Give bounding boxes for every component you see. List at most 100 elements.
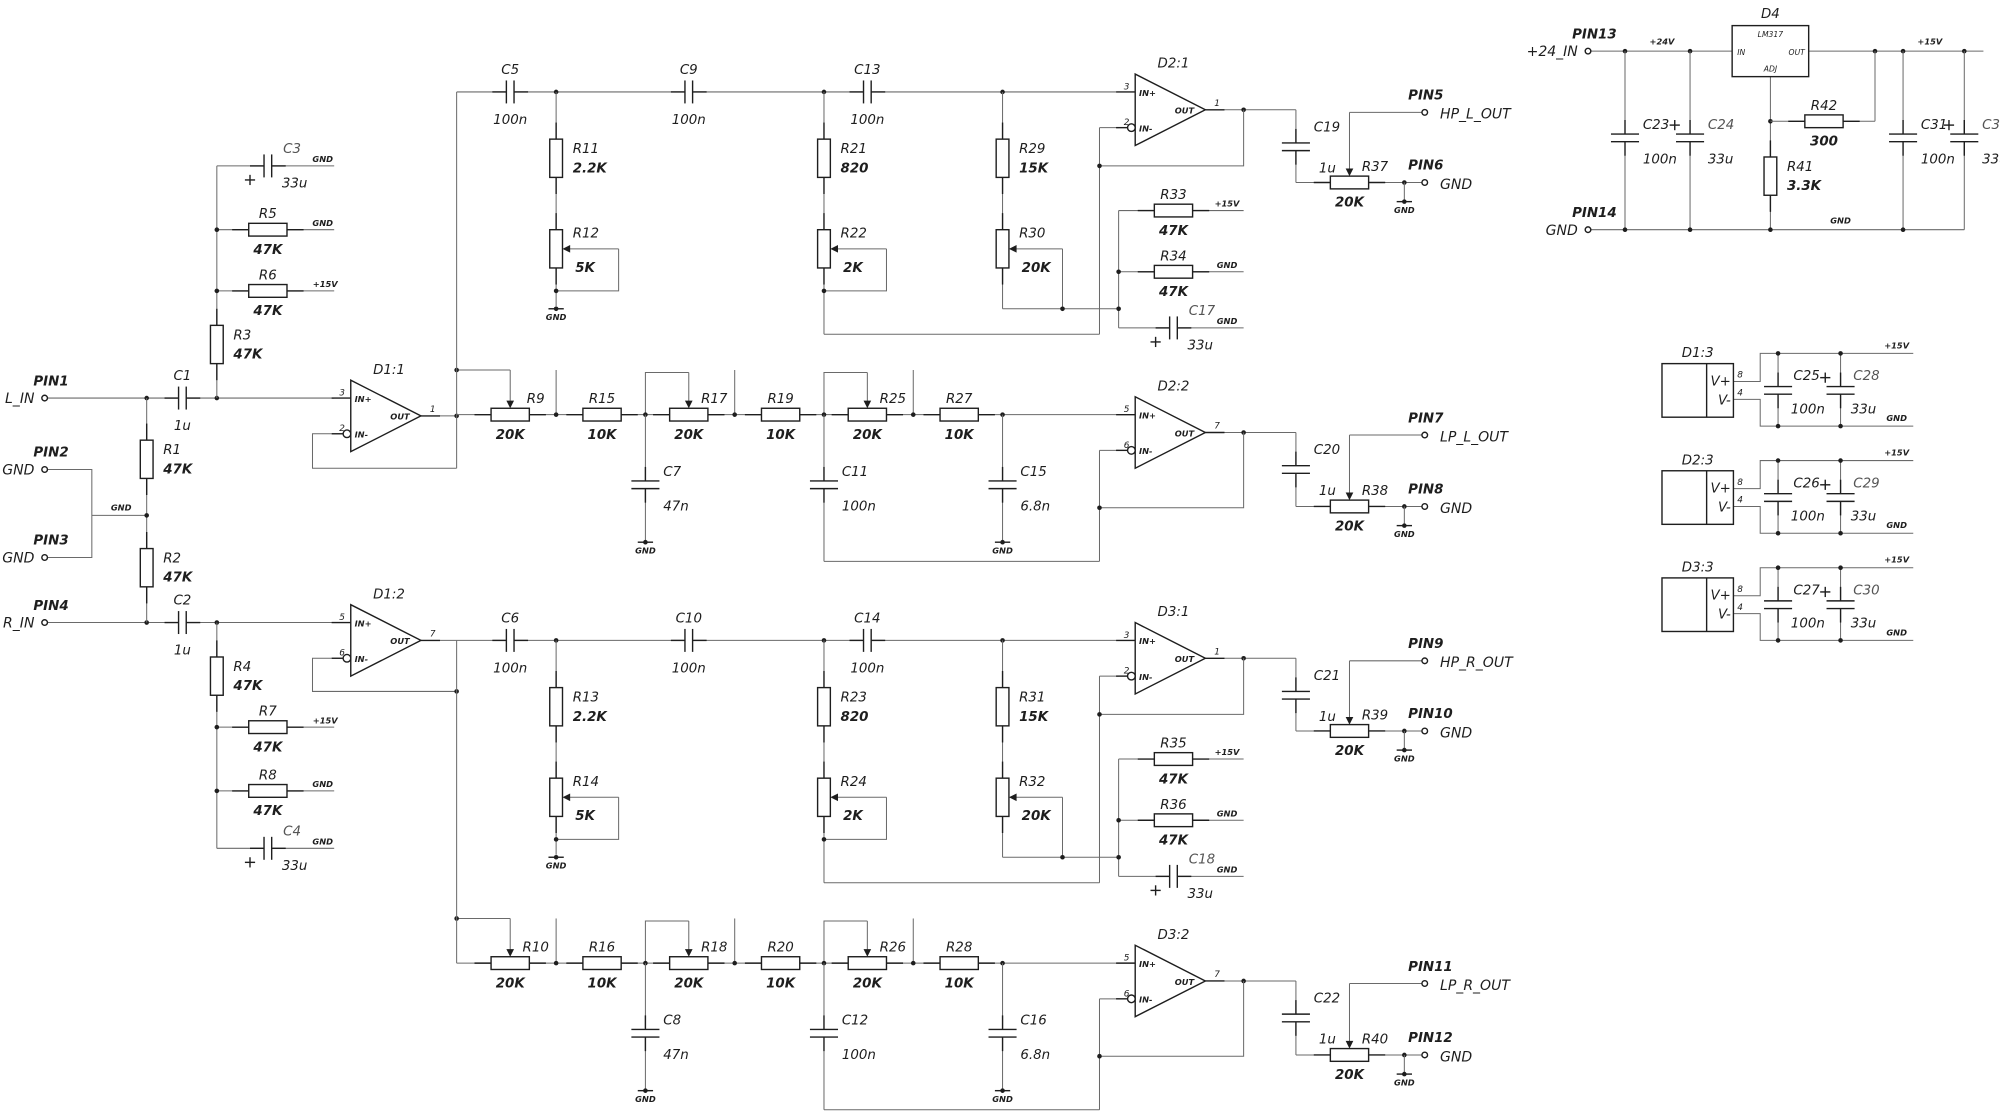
resistor-ref-label: R42 [1811, 99, 1837, 114]
capacitor-value-label: 100n [1643, 152, 1677, 167]
connector-net-label: LP_L_OUT [1440, 429, 1509, 445]
junction-dot [1838, 423, 1843, 429]
resistor-ref-label: R13 [573, 691, 599, 706]
opamp-out-label: OUT [1175, 106, 1196, 116]
opamp-pin-number: 2 [339, 424, 345, 434]
capacitor-ref-label: C20 [1314, 443, 1340, 458]
resistor-body [816, 686, 832, 727]
opamp-triangle [1134, 944, 1207, 1018]
ground-symbol: GND [635, 1089, 656, 1104]
wire [1733, 505, 1914, 534]
resistor-ref-label: R11 [573, 142, 599, 157]
gap [1775, 492, 1781, 503]
capacitor-value-label: 33u [282, 177, 308, 192]
capacitor-value-label: 33u [1188, 339, 1214, 354]
resistor-ref-label: R23 [841, 691, 867, 706]
wire [1733, 352, 1914, 382]
resistor-ref-label: R18 [701, 941, 727, 956]
opamp-in-plus-label: IN+ [355, 618, 372, 628]
resistor-body [995, 228, 1010, 269]
wire [1099, 432, 1245, 509]
net-label-p15: +15V [1884, 555, 1909, 565]
capacitor-value-label: 100n [842, 499, 876, 514]
capacitor-ref-label: C25 [1793, 369, 1819, 384]
gap [1293, 1012, 1299, 1024]
wiper-arrow-icon [684, 949, 693, 957]
resistor-ref-label: R38 [1362, 484, 1388, 499]
vminus-pin-label: V- [1718, 501, 1731, 516]
resistor-value-label: 20K [674, 976, 705, 991]
capacitor-ref-label: C31 [1921, 118, 1947, 133]
capacitor-ref-label: C23 [1643, 118, 1669, 133]
resistor-ref-label: R27 [946, 392, 973, 407]
connector-ref-label: PIN12 [1408, 1031, 1453, 1046]
resistor-body [816, 138, 832, 179]
resistor-ref-label: R6 [259, 268, 277, 283]
regulator-ref-label: D4 [1761, 7, 1780, 22]
connector-ref-label: PIN13 [1572, 27, 1617, 42]
resistor-ref-label: R37 [1362, 160, 1389, 175]
opamp-pin-number: 3 [1124, 82, 1130, 92]
vplus-pin-number: 8 [1737, 585, 1743, 595]
vminus-pin-number: 4 [1737, 496, 1743, 506]
capacitor-value-label: 100n [493, 113, 527, 128]
connector-net-label: GND [1546, 223, 1578, 239]
connector-terminal-icon [1421, 657, 1429, 665]
resistor-value-label: 300 [1810, 135, 1838, 150]
wiper-arrow-icon [562, 793, 571, 802]
gap [1168, 325, 1179, 331]
gap [1838, 599, 1844, 610]
resistor-body [549, 228, 564, 269]
resistor-body [1153, 751, 1194, 767]
gap [862, 89, 873, 95]
resistor-body [760, 407, 801, 422]
connector-ref-label: PIN10 [1408, 707, 1453, 722]
resistor-value-label: 3.3K [1787, 179, 1823, 194]
vplus-pin-number: 8 [1737, 478, 1743, 488]
capacitor-ref-label: C10 [676, 612, 702, 627]
connector-ref-label: PIN8 [1408, 483, 1443, 498]
net-label-gnd: GND [312, 218, 333, 228]
resistor-body [995, 686, 1010, 727]
resistor-value-label: 820 [841, 710, 869, 725]
capacitor-ref-label: C21 [1314, 669, 1340, 684]
junction-dot [732, 412, 737, 417]
opamp-in-plus-label: IN+ [1139, 959, 1156, 969]
opamp-pin-number: 2 [1124, 667, 1130, 677]
ground-symbol: GND [1394, 749, 1415, 764]
capacitor-ref-label: C16 [1020, 1013, 1046, 1028]
resistor-ref-label: R24 [841, 775, 867, 790]
connector-net-label: GND [1440, 177, 1472, 193]
gap [642, 479, 648, 490]
connector-ref-label: PIN11 [1408, 960, 1453, 975]
opamp-pin-number: 5 [339, 613, 345, 623]
resistor-value-label: 20K [496, 428, 527, 443]
gap [821, 1028, 827, 1039]
capacitor-ref-label: C9 [680, 63, 698, 78]
resistor-ref-label: R21 [841, 142, 867, 157]
junction-dot [1097, 163, 1102, 169]
resistor-value-label: 20K [496, 976, 527, 991]
connector-ref-label: PIN9 [1408, 637, 1443, 652]
ground-label: GND [546, 312, 567, 322]
